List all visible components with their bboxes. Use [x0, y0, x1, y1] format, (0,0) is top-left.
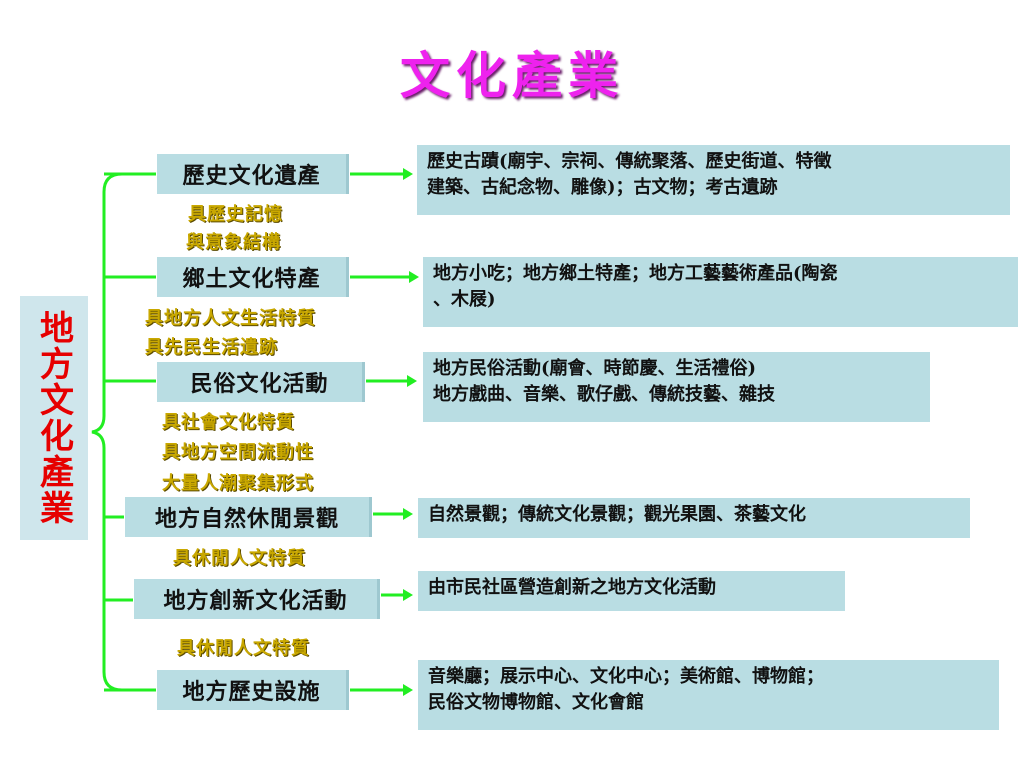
- description-box-0: 歷史古蹟(廟宇、宗祠、傳統聚落、歷史街道、特徵 建築、古紀念物、雕像)；古文物；…: [417, 145, 1010, 215]
- arrow-5: [350, 684, 413, 696]
- arrow-3: [373, 508, 413, 520]
- description-box-1: 地方小吃；地方鄉土特產；地方工藝藝術產品(陶瓷 、木屐): [423, 257, 1018, 327]
- left-brace: [91, 172, 123, 692]
- category-box-3: 地方自然休閒景觀: [125, 497, 372, 537]
- description-line: 民俗文物博物館、文化會館: [428, 692, 644, 713]
- arrow-4: [381, 589, 413, 601]
- note-4-0: 具休閒人文特質: [177, 638, 310, 659]
- description-line: 由市民社區營造創新之地方文化活動: [428, 577, 716, 598]
- description-line: 建築、古紀念物、雕像)；古文物；考古遺跡: [427, 177, 778, 198]
- description-line: 音樂廳；展示中心、文化中心；美術館、博物館；: [428, 666, 824, 687]
- note-0-0: 具歷史記憶: [188, 204, 283, 225]
- category-box-5: 地方歷史設施: [157, 670, 349, 710]
- note-3-0: 具休閒人文特質: [173, 548, 306, 569]
- description-box-5: 音樂廳；展示中心、文化中心；美術館、博物館； 民俗文物博物館、文化會館: [418, 660, 999, 730]
- description-line: 地方小吃；地方鄉土特產；地方工藝藝術產品(陶瓷: [433, 263, 838, 284]
- arrow-1: [350, 271, 419, 283]
- description-line: 歷史古蹟(廟宇、宗祠、傳統聚落、歷史街道、特徵: [427, 151, 832, 172]
- description-box-3: 自然景觀；傳統文化景觀；觀光果園、茶藝文化: [418, 498, 970, 538]
- note-2-0: 具社會文化特質: [162, 412, 295, 433]
- note-1-0: 具地方人文生活特質: [145, 308, 316, 329]
- note-2-1: 具地方空間流動性: [162, 442, 314, 463]
- description-box-2: 地方民俗活動(廟會、時節慶、生活禮俗) 地方戲曲、音樂、歌仔戲、傳統技藝、雜技: [423, 352, 930, 422]
- note-0-1: 與意象結構: [186, 232, 281, 253]
- category-box-4: 地方創新文化活動: [134, 579, 380, 619]
- description-line: 自然景觀；傳統文化景觀；觀光果園、茶藝文化: [428, 504, 806, 525]
- description-line: 地方民俗活動(廟會、時節慶、生活禮俗): [433, 358, 757, 379]
- category-box-2: 民俗文化活動: [157, 362, 365, 402]
- page-title: 文化產業: [400, 46, 624, 105]
- category-box-0: 歷史文化遺產: [157, 154, 349, 194]
- description-line: 、木屐): [433, 289, 496, 310]
- arrow-0: [350, 168, 413, 180]
- description-line: 地方戲曲、音樂、歌仔戲、傳統技藝、雜技: [433, 384, 775, 405]
- note-2-2: 大量人潮聚集形式: [162, 473, 314, 494]
- arrow-2: [366, 375, 417, 387]
- root-node: 地方文化產業: [20, 296, 88, 540]
- description-box-4: 由市民社區營造創新之地方文化活動: [418, 571, 845, 611]
- category-box-1: 鄉土文化特產: [157, 257, 349, 297]
- note-1-1: 具先民生活遺跡: [145, 337, 278, 358]
